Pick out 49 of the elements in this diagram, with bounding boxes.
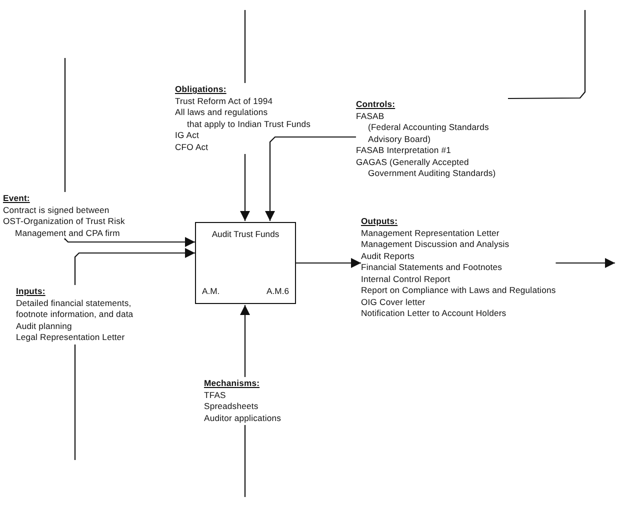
arrow bbox=[296, 258, 361, 268]
list-item: OIG Cover letter bbox=[361, 296, 426, 308]
list-item: Spreadsheets bbox=[204, 401, 258, 412]
list-item: IG Act bbox=[175, 130, 200, 142]
list-item: Contract is signed between bbox=[3, 204, 110, 216]
connector-line bbox=[508, 10, 586, 100]
list-item: FASAB bbox=[356, 110, 384, 122]
list-item: Audit Reports bbox=[361, 250, 414, 262]
arrow bbox=[64, 237, 195, 247]
node-number: A.M.6 bbox=[266, 286, 289, 296]
list-item: GAGAS (Generally Accepted bbox=[356, 156, 469, 168]
list-item: TFAS bbox=[204, 390, 226, 401]
list-item: Report on Compliance with Laws and Regulations bbox=[361, 285, 556, 296]
list-item: Audit planning bbox=[16, 320, 72, 332]
list-item: Notification Letter to Account Holders bbox=[361, 308, 506, 320]
list-item: that apply to Indian Trust Funds bbox=[187, 118, 311, 130]
list-item: (Federal Accounting Standards Advisory Board) bbox=[368, 122, 490, 145]
list-item: Detailed financial statements, footnote information, and data bbox=[16, 298, 134, 320]
section-heading: Inputs: bbox=[16, 286, 46, 298]
list-item: Government Auditing Standards) bbox=[368, 168, 496, 180]
list-item: Financial Statements and Footnotes bbox=[361, 262, 502, 274]
list-item: Auditor applications bbox=[204, 412, 282, 424]
list-item: OST-Organization of Trust Risk bbox=[3, 216, 125, 228]
section-heading: Outputs: bbox=[361, 216, 398, 228]
list-item: Trust Reform Act of 1994 bbox=[175, 96, 273, 107]
arrow bbox=[240, 154, 250, 221]
connector-line bbox=[64, 58, 66, 192]
connector-line bbox=[244, 425, 246, 497]
list-item: CFO Act bbox=[175, 142, 208, 153]
arrow bbox=[556, 258, 615, 268]
section-heading: Obligations: bbox=[175, 84, 226, 96]
arrow bbox=[240, 305, 250, 377]
process-box bbox=[195, 222, 296, 304]
node-number: A.M. bbox=[202, 286, 220, 296]
section-heading: Mechanisms: bbox=[204, 378, 260, 390]
connector-line bbox=[244, 10, 246, 83]
list-item: FASAB Interpretation #1 bbox=[356, 145, 451, 156]
list-item: All laws and regulations bbox=[175, 107, 268, 118]
list-item: Management Discussion and Analysis bbox=[361, 239, 510, 250]
list-item: Management Representation Letter bbox=[361, 228, 500, 239]
section-heading: Event: bbox=[3, 193, 30, 204]
arrow bbox=[74, 248, 195, 285]
list-item: Internal Control Report bbox=[361, 274, 450, 285]
list-item: Legal Representation Letter bbox=[16, 332, 125, 344]
list-item: Management and CPA firm bbox=[15, 228, 120, 239]
arrow bbox=[265, 136, 356, 221]
section-heading: Controls: bbox=[356, 99, 396, 110]
connector-line bbox=[74, 344, 76, 460]
process-title: Audit Trust Funds bbox=[212, 229, 280, 239]
